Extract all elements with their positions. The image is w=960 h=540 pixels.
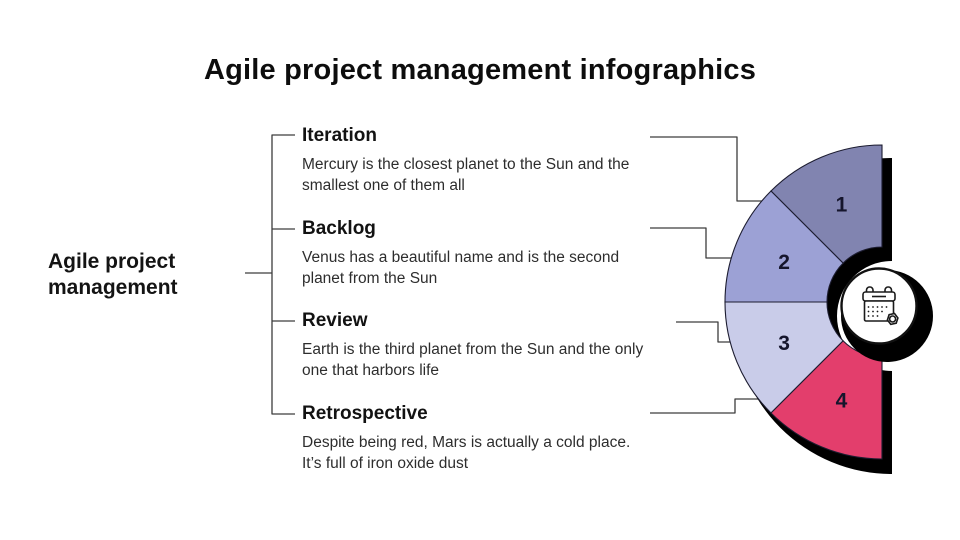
segment-backlog — [724, 190, 844, 303]
section-description: Venus has a beautiful name and is the se… — [302, 249, 620, 287]
segment-number-label: 1 — [836, 194, 848, 217]
chart-center-badge — [840, 267, 933, 362]
segment-review — [724, 301, 844, 414]
page-title: Agile project management infographics — [203, 54, 757, 86]
section-title: Retrospective — [302, 403, 428, 424]
calendar-gear-icon — [862, 286, 899, 326]
section-description: Despite being red, Mars is actually a co… — [302, 434, 631, 472]
section-description: Mercury is the closest planet to the Sun… — [302, 156, 630, 194]
root-topic-label: Agile project management — [48, 250, 178, 299]
left-bracket-line — [245, 134, 295, 415]
calendar-dots — [867, 306, 888, 317]
segment-number-label: 4 — [836, 389, 848, 412]
segment-retrospective — [770, 340, 883, 460]
section-title: Backlog — [302, 218, 376, 239]
section-iteration: Iteration Mercury is the closest planet … — [302, 124, 647, 196]
segment-iteration — [770, 144, 883, 264]
chart-segments — [724, 144, 883, 460]
section-review: Review Earth is the third planet from th… — [302, 309, 647, 381]
section-title: Review — [302, 310, 368, 331]
section-backlog: Backlog Venus has a beautiful name and i… — [302, 217, 647, 289]
section-title: Iteration — [302, 125, 377, 146]
segment-number-label: 3 — [778, 332, 790, 355]
segment-number-label: 2 — [778, 251, 790, 274]
section-description: Earth is the third planet from the Sun a… — [302, 341, 644, 379]
chart-number-labels: 1 2 3 4 — [778, 194, 847, 413]
section-retrospective: Retrospective Despite being red, Mars is… — [302, 402, 647, 474]
